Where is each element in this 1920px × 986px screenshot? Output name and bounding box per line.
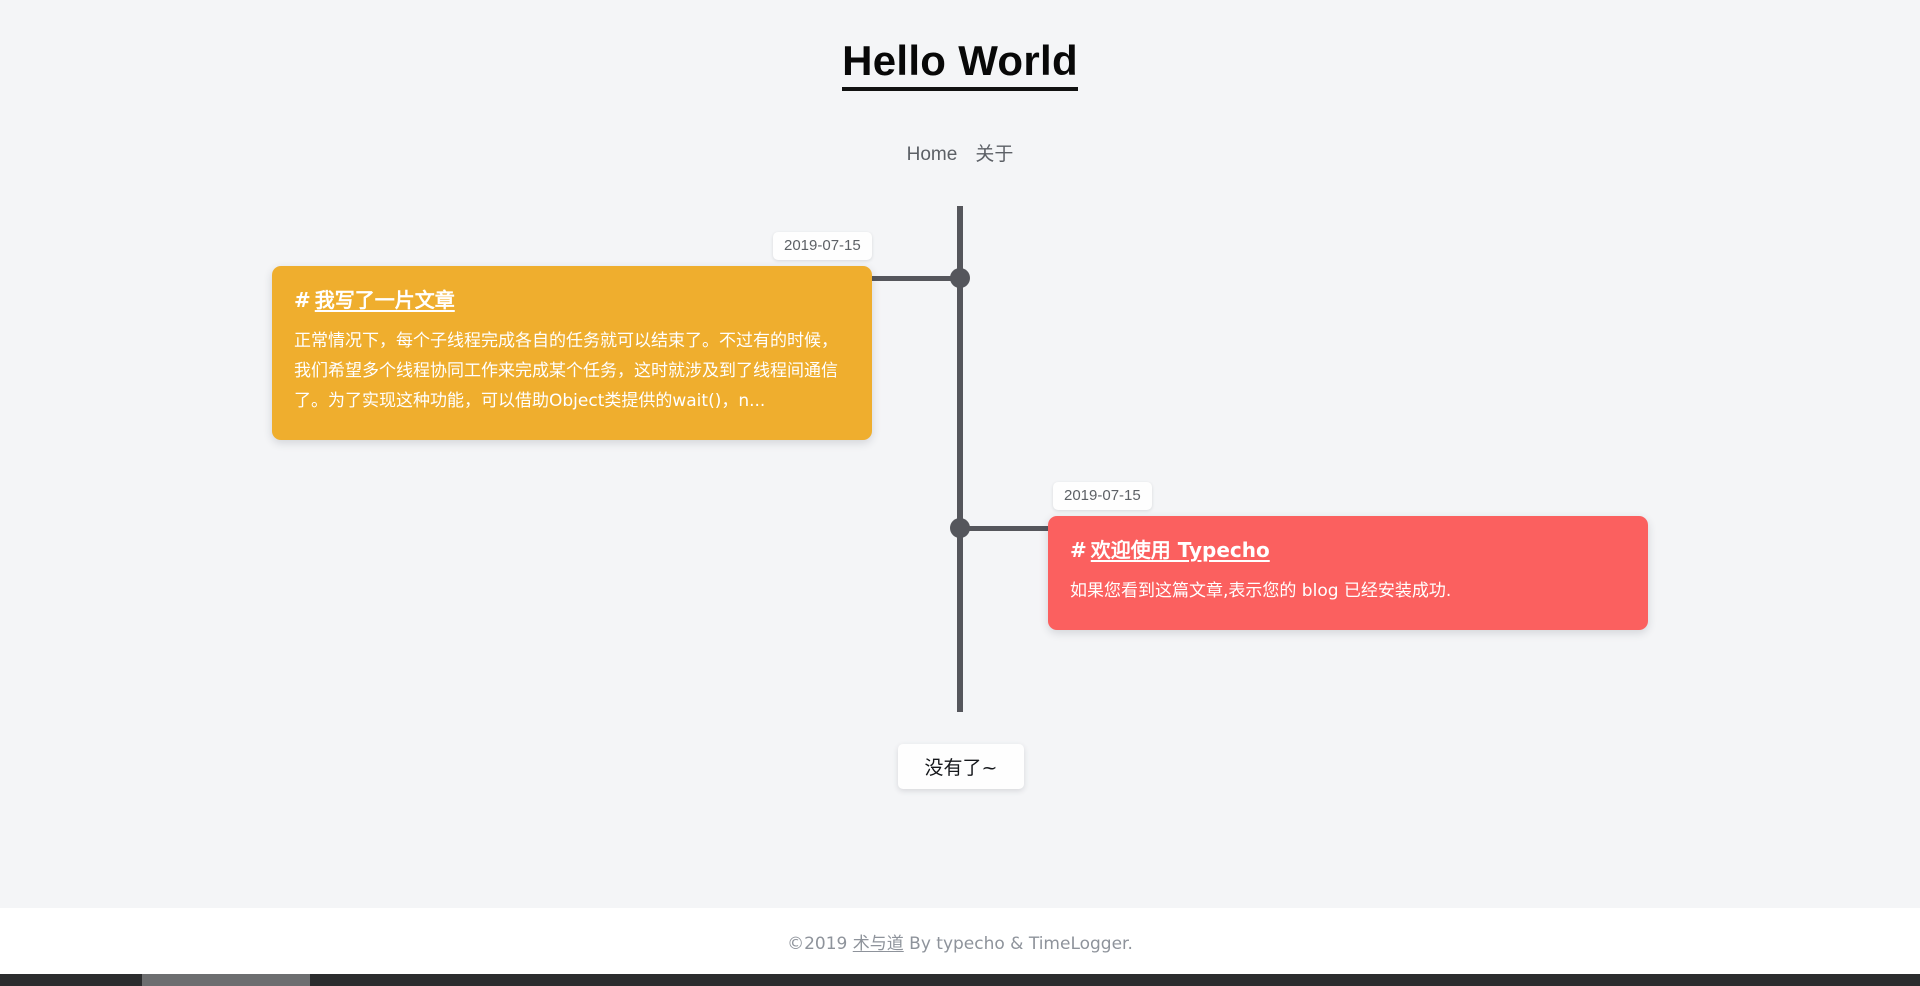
timeline-node-dot: [950, 268, 970, 288]
hash-icon: #: [1070, 538, 1087, 562]
page-title: Hello World: [0, 0, 1920, 91]
entry-title: #我写了一片文章: [294, 288, 846, 312]
timeline-date-badge: 2019-07-15: [1053, 482, 1152, 510]
timeline-entry-card[interactable]: #欢迎使用 Typecho 如果您看到这篇文章,表示您的 blog 已经安装成功…: [1048, 516, 1648, 630]
timeline-connector: [962, 526, 1050, 531]
nav-item-about[interactable]: 关于: [975, 143, 1014, 165]
main-navigation: Home 关于: [0, 139, 1920, 166]
site-footer: ©2019 术与道 By typecho & TimeLogger.: [0, 908, 1920, 974]
entry-title-link[interactable]: 我写了一片文章: [314, 288, 455, 312]
timeline-date-badge: 2019-07-15: [773, 232, 872, 260]
entry-title: #欢迎使用 Typecho: [1070, 538, 1622, 562]
footer-copyright: ©2019: [787, 933, 853, 954]
timeline-entry-card[interactable]: #我写了一片文章 正常情况下，每个子线程完成各自的任务就可以结束了。不过有的时候…: [272, 266, 872, 440]
site-header: Hello World: [0, 0, 1920, 91]
timeline-end-button[interactable]: 没有了~: [898, 744, 1024, 789]
footer-credit-text: By typecho & TimeLogger.: [903, 933, 1133, 954]
timeline-axis-line: [957, 206, 963, 712]
nav-item-home[interactable]: Home: [906, 144, 958, 165]
horizontal-scrollbar[interactable]: [0, 974, 1920, 986]
site-title-link[interactable]: Hello World: [842, 38, 1078, 91]
timeline: 2019-07-15 #我写了一片文章 正常情况下，每个子线程完成各自的任务就可…: [272, 206, 1648, 789]
entry-title-link[interactable]: 欢迎使用 Typecho: [1090, 538, 1270, 562]
hash-icon: #: [294, 288, 311, 312]
entry-excerpt: 如果您看到这篇文章,表示您的 blog 已经安装成功.: [1070, 581, 1452, 601]
timeline-connector: [872, 276, 960, 281]
scrollbar-thumb[interactable]: [142, 974, 310, 986]
entry-excerpt: 正常情况下，每个子线程完成各自的任务就可以结束了。不过有的时候，我们希望多个线程…: [294, 331, 838, 411]
timeline-node-dot: [950, 518, 970, 538]
footer-credits: ©2019 术与道 By typecho & TimeLogger.: [787, 929, 1133, 954]
footer-site-link[interactable]: 术与道: [852, 933, 904, 954]
